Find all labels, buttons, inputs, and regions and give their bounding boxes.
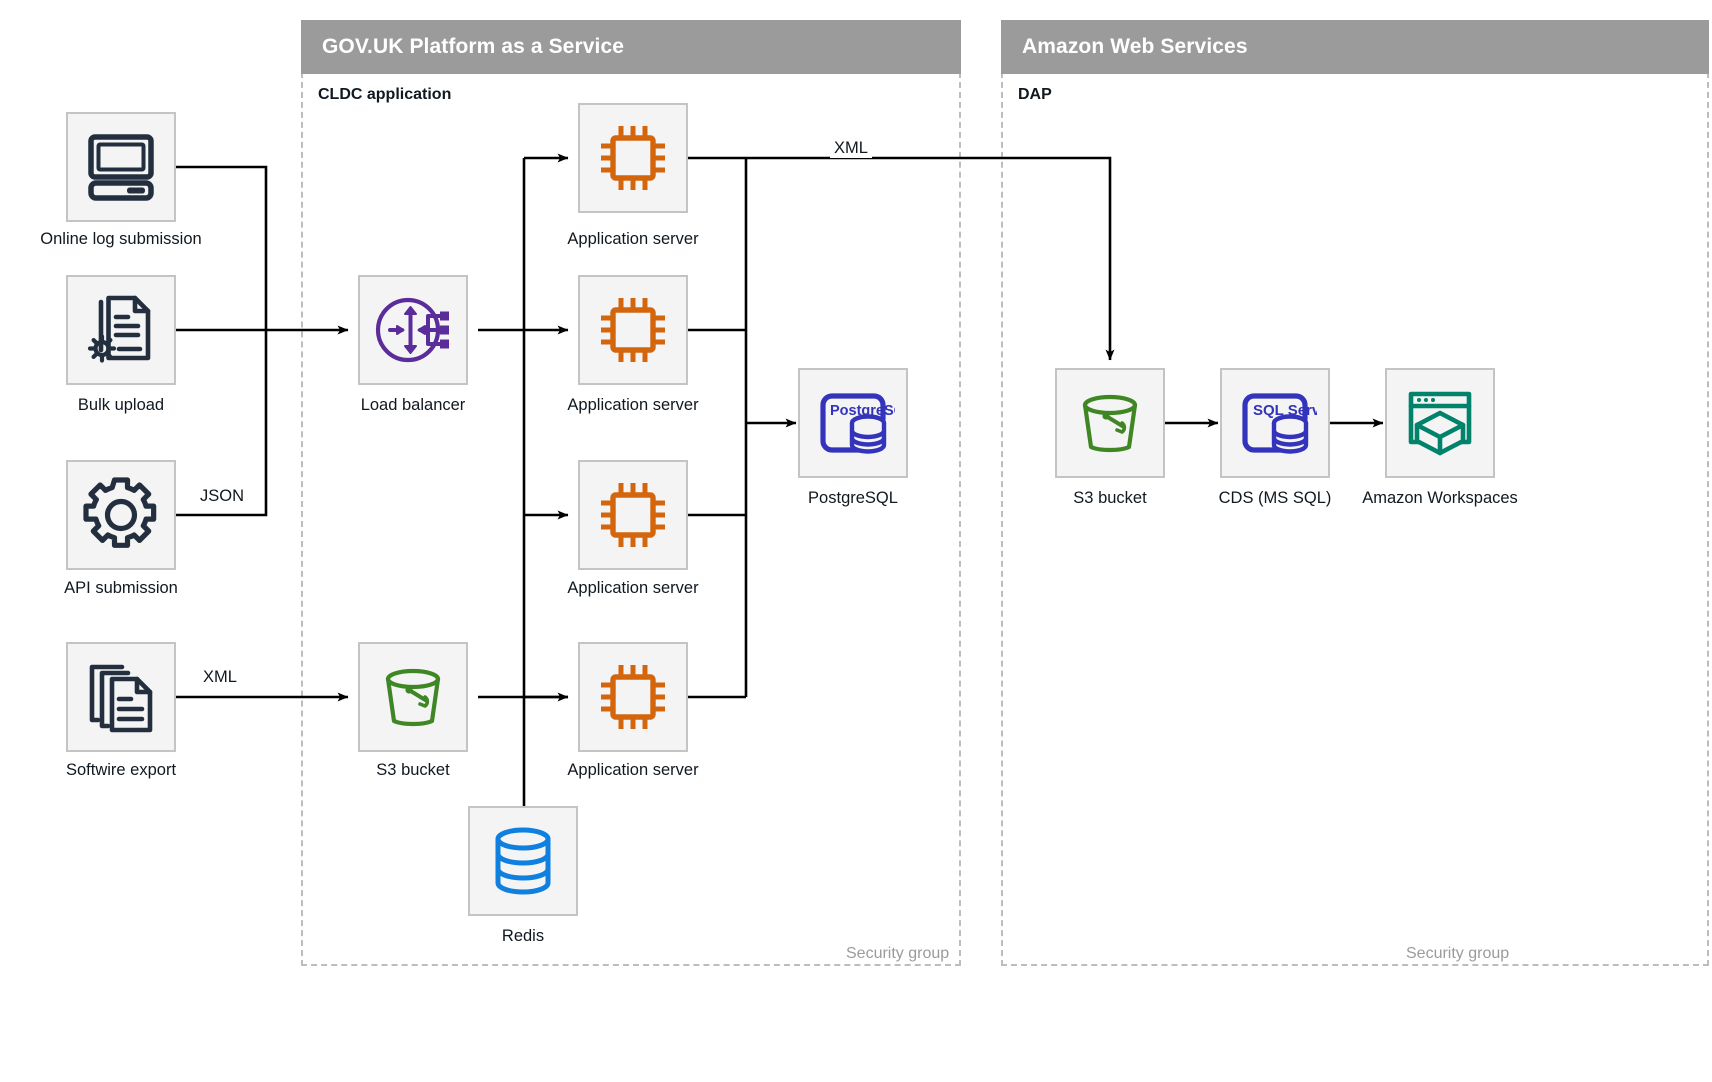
desktop-computer-icon — [83, 129, 159, 205]
aws-security-group-box — [1001, 72, 1709, 966]
cpu-chip-icon — [593, 290, 673, 370]
node-label-application-server-1: Application server — [567, 230, 699, 248]
document-gear-icon — [83, 292, 159, 368]
node-api-submission[interactable] — [66, 460, 176, 570]
node-label-bulk-upload: Bulk upload — [77, 396, 165, 414]
node-softwire-export[interactable] — [66, 642, 176, 752]
node-bulk-upload[interactable] — [66, 275, 176, 385]
node-postgresql[interactable]: PostgreSQL — [798, 368, 908, 478]
amazon-workspaces-icon — [1400, 383, 1480, 463]
node-load-balancer[interactable] — [358, 275, 468, 385]
cpu-chip-icon — [593, 475, 673, 555]
redis-database-icon — [488, 823, 558, 899]
node-label-redis: Redis — [501, 927, 545, 945]
node-label-online-log-submission: Online log submission — [40, 230, 202, 248]
node-label-softwire-export: Softwire export — [65, 761, 177, 779]
node-label-amazon-workspaces: Amazon Workspaces — [1362, 489, 1518, 507]
cpu-chip-icon — [593, 118, 673, 198]
cpu-chip-icon — [593, 657, 673, 737]
paas-sub-label: CLDC application — [318, 86, 452, 103]
node-label-s3-bucket-paas: S3 bucket — [376, 761, 450, 779]
node-label-application-server-3: Application server — [567, 579, 699, 597]
node-application-server-3[interactable] — [578, 460, 688, 570]
node-redis[interactable] — [468, 806, 578, 916]
paas-security-group-label: Security group — [846, 945, 950, 962]
load-balancer-icon — [372, 289, 454, 371]
node-label-cds-ms-sql: CDS (MS SQL) — [1218, 489, 1332, 507]
node-label-s3-bucket-aws: S3 bucket — [1073, 489, 1147, 507]
paas-security-group-box — [301, 72, 961, 966]
postgresql-icon-text: PostgreSQL — [830, 403, 895, 419]
node-s3-bucket-paas[interactable] — [358, 642, 468, 752]
paas-group-title: GOV.UK Platform as a Service — [322, 35, 624, 58]
sql-server-icon-text: SQL Server — [1253, 402, 1317, 419]
documents-stack-icon — [82, 658, 160, 736]
node-label-api-submission: API submission — [64, 579, 178, 597]
edge-label-xml-in: XML — [199, 668, 241, 687]
node-label-application-server-2: Application server — [567, 396, 699, 414]
aws-security-group-label: Security group — [1406, 945, 1510, 962]
aws-group-title: Amazon Web Services — [1022, 35, 1248, 58]
node-application-server-4[interactable] — [578, 642, 688, 752]
node-online-log-submission[interactable] — [66, 112, 176, 222]
node-label-load-balancer: Load balancer — [360, 396, 466, 414]
paas-group-header: GOV.UK Platform as a Service — [301, 20, 961, 74]
aws-sub-label: DAP — [1018, 86, 1052, 103]
s3-bucket-icon — [373, 657, 453, 737]
sql-server-icon: SQL Server — [1233, 383, 1317, 463]
s3-bucket-icon — [1070, 383, 1150, 463]
node-s3-bucket-aws[interactable] — [1055, 368, 1165, 478]
gear-icon — [81, 475, 161, 555]
node-label-postgresql: PostgreSQL — [808, 489, 898, 507]
edge-label-xml-out: XML — [830, 139, 872, 158]
node-cds-ms-sql[interactable]: SQL Server — [1220, 368, 1330, 478]
node-label-application-server-4: Application server — [567, 761, 699, 779]
aws-group-header: Amazon Web Services — [1001, 20, 1709, 74]
postgresql-icon: PostgreSQL — [811, 383, 895, 463]
edge-label-json: JSON — [196, 487, 249, 506]
node-application-server-2[interactable] — [578, 275, 688, 385]
node-amazon-workspaces[interactable] — [1385, 368, 1495, 478]
node-application-server-1[interactable] — [578, 103, 688, 213]
